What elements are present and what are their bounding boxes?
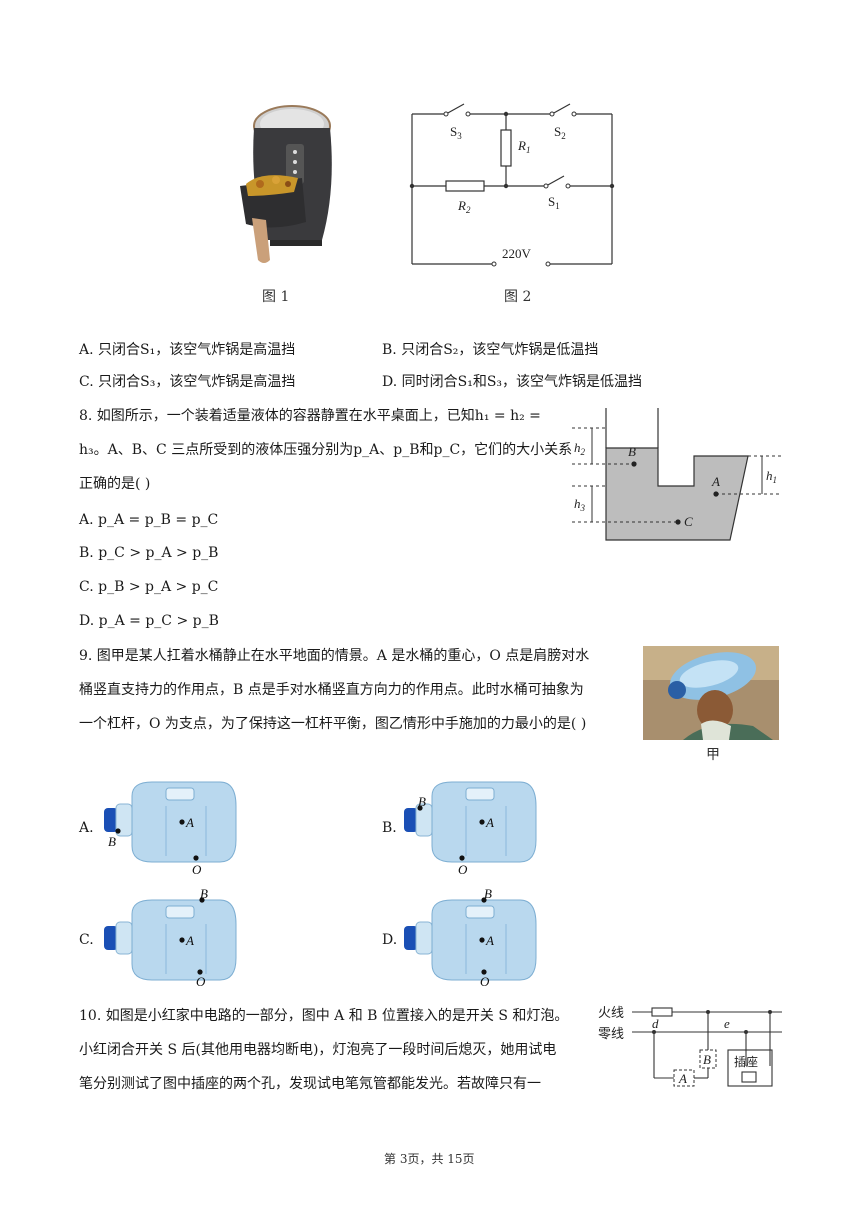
- svg-text:O: O: [196, 974, 206, 986]
- svg-text:B: B: [200, 886, 208, 901]
- svg-text:A: A: [485, 815, 494, 830]
- bottle-option-c: A B O: [104, 886, 237, 986]
- q7-option-b: B. 只闭合S₂，该空气炸锅是低温挡: [382, 342, 599, 358]
- q8-option-a: A. p_A = p_B = p_C: [79, 512, 219, 528]
- q8-line-1: 8. 如图所示，一个装着适量液体的容器静置在水平桌面上，已知h₁ = h₂ =: [79, 408, 541, 424]
- svg-text:A: A: [678, 1071, 687, 1086]
- q9-line-3: 一个杠杆，O 为支点，为了保持这一杠杆平衡，图乙情形中手施加的力最小的是( ): [79, 716, 587, 732]
- q10-line-1: 10. 如图是小红家中电路的一部分，图中 A 和 B 位置接入的是开关 S 和灯…: [79, 1008, 569, 1024]
- q9-option-c-label: C.: [79, 932, 94, 948]
- svg-text:插座: 插座: [734, 1054, 758, 1069]
- q7-option-c: C. 只闭合S₃，该空气炸锅是高温挡: [79, 374, 296, 390]
- q8-option-b: B. p_C > p_A > p_B: [79, 545, 219, 561]
- bottle-option-b: A B O: [404, 781, 537, 876]
- q9-option-a-label: A.: [79, 820, 94, 836]
- q9-line-2: 桶竖直支持力的作用点，B 点是手对水桶竖直方向力的作用点。此时水桶可抽象为: [79, 682, 584, 698]
- q8-option-d: D. p_A = p_C > p_B: [79, 613, 219, 629]
- svg-text:h3: h3: [574, 496, 586, 513]
- page-footer: 第 3页，共 15页: [384, 1152, 475, 1166]
- svg-text:零线: 零线: [598, 1026, 624, 1041]
- q8-line-2: h₃。A、B、C 三点所受到的液体压强分别为p_A、p_B和p_C，它们的大小关…: [79, 442, 573, 458]
- svg-text:B: B: [703, 1052, 711, 1067]
- svg-text:A: A: [711, 474, 720, 489]
- svg-text:O: O: [480, 974, 490, 986]
- svg-text:e: e: [724, 1016, 730, 1031]
- q7-option-a: A. 只闭合S₁，该空气炸锅是高温挡: [79, 342, 296, 358]
- fig1-caption: 图 1: [262, 289, 290, 305]
- svg-text:B: B: [108, 834, 116, 849]
- bottle-option-d: A B O: [404, 886, 537, 986]
- svg-text:A: A: [485, 933, 494, 948]
- svg-text:C: C: [684, 514, 693, 529]
- svg-text:O: O: [192, 862, 202, 876]
- s1-label: S1: [548, 194, 560, 211]
- air-fryer-photo: [240, 105, 332, 263]
- svg-text:d: d: [652, 1016, 659, 1031]
- container-diagram: h2 h3 h1 B A C: [572, 408, 782, 541]
- svg-text:火线: 火线: [598, 1005, 624, 1020]
- r1-label: R1: [517, 138, 530, 155]
- svg-text:B: B: [418, 794, 426, 809]
- q10-line-2: 小红闭合开关 S 后(其他用电器均断电)，灯泡亮了一段时间后熄灭，她用试电: [79, 1042, 557, 1058]
- svg-text:h2: h2: [574, 440, 586, 457]
- q10-line-3: 笔分别测试了图中插座的两个孔，发现试电笔氖管都能发光。若故障只有一: [79, 1076, 541, 1092]
- fig2-caption: 图 2: [504, 289, 532, 305]
- bottle-option-a: A B O: [104, 781, 237, 876]
- q8-option-c: C. p_B > p_A > p_C: [79, 579, 219, 595]
- svg-text:h1: h1: [766, 468, 777, 485]
- q7-option-d: D. 同时闭合S₁和S₃，该空气炸锅是低温挡: [382, 374, 643, 390]
- q9-option-d-label: D.: [382, 932, 398, 948]
- q8-line-3: 正确的是( ): [79, 476, 151, 492]
- s3-label: S3: [450, 124, 462, 141]
- svg-text:B: B: [628, 444, 636, 459]
- q9-line-1: 9. 图甲是某人扛着水桶静止在水平地面的情景。A 是水桶的重心，O 点是肩膀对水: [79, 648, 590, 664]
- q9-option-b-label: B.: [382, 820, 397, 836]
- photo-caption-jia: 甲: [706, 747, 720, 763]
- svg-text:A: A: [185, 933, 194, 948]
- svg-text:O: O: [458, 862, 468, 876]
- circuit-diagram: S3 S2 R1 R2 S1 220V: [409, 103, 615, 267]
- household-circuit-diagram: 火线 零线 d e B A 插座: [598, 1005, 782, 1087]
- svg-text:A: A: [185, 815, 194, 830]
- r2-label: R2: [457, 198, 471, 215]
- s2-label: S2: [554, 124, 566, 141]
- voltage-label: 220V: [502, 246, 532, 261]
- svg-text:B: B: [484, 886, 492, 901]
- water-carrier-photo: [643, 646, 779, 740]
